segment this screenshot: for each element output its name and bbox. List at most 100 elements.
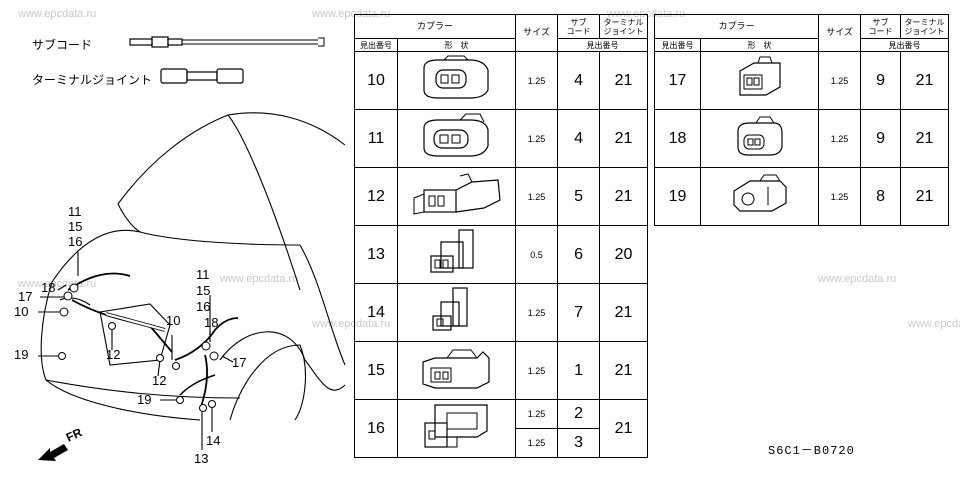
connector-shape-cell: [396, 399, 517, 458]
callout-center-stack-2: 15: [196, 283, 211, 298]
header-size: サイズ: [515, 14, 559, 52]
header-sub-cord: サブコード: [557, 14, 601, 39]
table-row: 19 1.25 8 21: [654, 167, 950, 226]
header-coupler: カプラー: [653, 14, 820, 39]
row-size: 1.25: [818, 167, 862, 226]
connector-shape-cell: [396, 51, 517, 110]
row-size: 1.25: [515, 167, 559, 226]
row-terminal-joint: 21: [599, 341, 649, 400]
row-terminal-joint: 20: [599, 225, 649, 284]
callout-left-stack-3: 16: [68, 234, 83, 249]
table-row: 15 1.25 1 21: [354, 341, 649, 400]
callout-c10: 10: [166, 313, 181, 328]
callout-left-stack-2: 15: [68, 219, 83, 234]
row-sub-cord: 7: [557, 283, 601, 342]
table-row: 1.25 3: [355, 428, 648, 458]
watermark: www.epcdata.ru: [220, 273, 299, 285]
vehicle-front-illustration: [38, 112, 346, 461]
connector-shape-cell: [396, 109, 517, 168]
coupler-table-secondary: カプラー サイズ サブコード ターミナルジョイント 見出番号 形 状 見出番号 …: [653, 14, 950, 226]
connector-18-icon: [736, 116, 783, 156]
table-row: 14 1.25 7 21: [354, 283, 649, 342]
row-size: 0.5: [515, 225, 559, 284]
connector-shape-cell: [396, 225, 517, 284]
connector-17-icon: [738, 56, 781, 96]
row-sub-cord: 9: [860, 51, 902, 110]
callout-c14: 14: [206, 433, 221, 448]
callout-c17: 17: [232, 355, 247, 370]
row-terminal-joint: 21: [900, 51, 950, 110]
header-index-no-2: 見出番号: [860, 38, 950, 52]
callout-c13: 13: [194, 451, 209, 466]
table-row: 16 1.25 2 21: [354, 399, 649, 458]
row-id: 11: [354, 109, 398, 168]
row-sub-cord: 1: [557, 341, 601, 400]
row-size: 1.25: [515, 109, 559, 168]
row-sub-cord: 2: [557, 399, 601, 429]
callout-c19: 19: [137, 392, 152, 407]
row-id: 10: [354, 51, 398, 110]
connector-14-icon: [431, 286, 468, 331]
row-id: 15: [354, 341, 398, 400]
connector-shape-cell: [699, 167, 820, 226]
connector-shape-cell: [396, 283, 517, 342]
connector-shape-cell: [699, 109, 820, 168]
row-size: 1.25: [515, 428, 559, 458]
callout-c18: 18: [204, 315, 219, 330]
table-row: 11 1.25 4 21: [354, 109, 649, 168]
callout-l10: 10: [14, 304, 29, 319]
row-terminal-joint: 21: [900, 109, 950, 168]
row-id: 13: [354, 225, 398, 284]
connector-16-icon: [423, 403, 488, 448]
row-size: 1.25: [515, 51, 559, 110]
row-id: 19: [654, 167, 701, 226]
row-terminal-joint: 21: [599, 399, 649, 458]
callout-center-stack-3: 16: [196, 299, 211, 314]
row-sub-cord: 4: [557, 109, 601, 168]
header-coupler: カプラー: [353, 14, 517, 39]
table-row: 10 1.25 4 21: [354, 51, 649, 110]
connector-13-icon: [429, 228, 474, 273]
row-size: 1.25: [515, 341, 559, 400]
row-sub-cord: 3: [557, 428, 601, 458]
row-id: 16: [354, 399, 398, 458]
watermark: www.epcdata.ru: [818, 273, 897, 285]
sub-cord-icon: [129, 36, 325, 48]
legend-sub-cord-label: サブコード: [32, 38, 93, 52]
row-size: 1.25: [515, 283, 559, 342]
callout-center-stack-1: 11: [196, 267, 210, 282]
connector-10-icon: [422, 55, 489, 99]
row-terminal-joint: 21: [599, 51, 649, 110]
header-shape: 形 状: [396, 38, 517, 52]
row-id: 17: [654, 51, 701, 110]
row-terminal-joint: 21: [900, 167, 950, 226]
connector-shape-cell: [699, 51, 820, 110]
row-id: 12: [354, 167, 398, 226]
row-id: 14: [354, 283, 398, 342]
row-terminal-joint: 21: [599, 109, 649, 168]
callout-l12a: 12: [106, 347, 121, 362]
header-index-no: 見出番号: [654, 38, 701, 52]
row-terminal-joint: 21: [599, 167, 649, 226]
row-sub-cord: 5: [557, 167, 601, 226]
row-sub-cord: 8: [860, 167, 902, 226]
header-size: サイズ: [818, 14, 862, 52]
header-index-no: 見出番号: [354, 38, 398, 52]
callout-l19: 19: [14, 347, 29, 362]
row-id: 18: [654, 109, 701, 168]
connector-15-icon: [421, 349, 490, 389]
terminal-joint-icon: [160, 68, 244, 84]
row-sub-cord: 9: [860, 109, 902, 168]
header-index-no-2: 見出番号: [557, 38, 649, 52]
table-row: 13 0.5 6 20: [354, 225, 649, 284]
diagram-code: S6C1－B0720: [768, 444, 855, 458]
coupler-table-main: カプラー サイズ サブコード ターミナルジョイント 見出番号 形 状 見出番号 …: [353, 14, 649, 458]
table-row: 12 1.25 5 21: [354, 167, 649, 226]
table-row: 18 1.25 9 21: [654, 109, 950, 168]
row-sub-cord: 4: [557, 51, 601, 110]
callout-l12b: 12: [152, 373, 167, 388]
callout-l18: 18: [41, 280, 56, 295]
watermark: www.epcdata.ru: [18, 8, 97, 20]
row-size: 1.25: [515, 399, 559, 429]
row-terminal-joint: 21: [599, 283, 649, 342]
